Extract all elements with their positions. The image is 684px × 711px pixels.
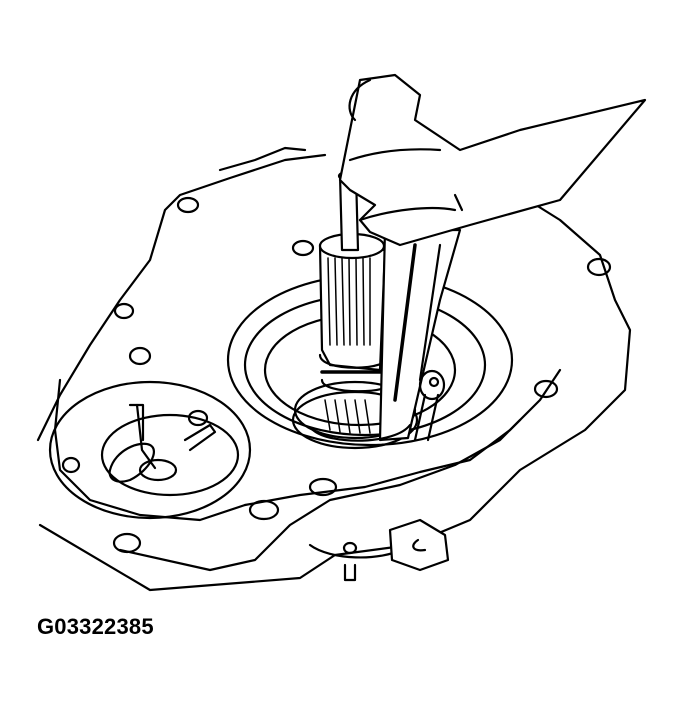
lower-housing bbox=[308, 518, 450, 582]
figure-id-label: G03322385 bbox=[37, 614, 154, 639]
line-art-drawing bbox=[36, 73, 647, 592]
technical-illustration bbox=[36, 73, 647, 592]
transmission-case-flange bbox=[36, 146, 632, 592]
snap-ring-pliers bbox=[311, 228, 462, 442]
bolt-holes bbox=[61, 196, 612, 554]
oil-pump-cover bbox=[48, 380, 252, 520]
hand bbox=[338, 73, 647, 247]
